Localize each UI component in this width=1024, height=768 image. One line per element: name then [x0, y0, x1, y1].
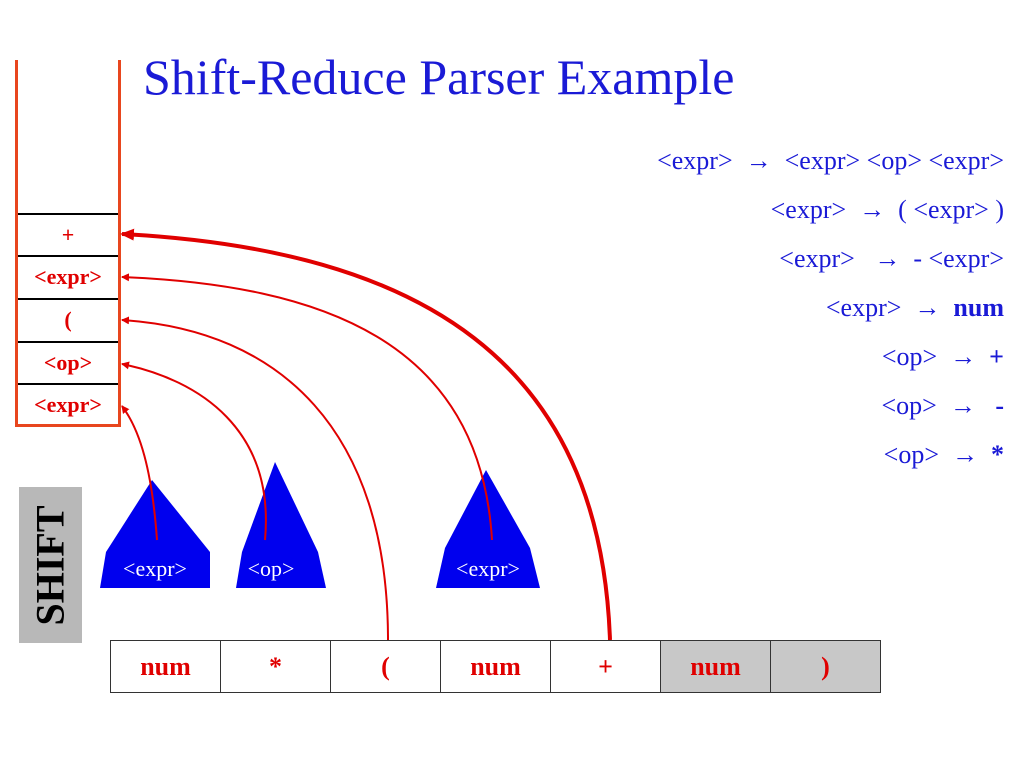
rule-lhs: <expr> [825, 293, 902, 322]
arrow-lparen-token-to-stack [121, 316, 389, 641]
stack-item: + [18, 213, 118, 254]
input-token: + [550, 640, 661, 693]
rule-rhs: - [995, 391, 1004, 420]
rule-rhs: <expr> <op> <expr> [784, 146, 1004, 175]
rule-lhs: <expr> [779, 244, 855, 273]
action-label: SHIFT [19, 487, 82, 643]
input-token: num [110, 640, 221, 693]
stack-item: <op> [18, 341, 118, 382]
rule-lhs: <expr> [657, 146, 733, 175]
rule-arrow: → [874, 244, 901, 273]
stack-item: <expr> [18, 255, 118, 296]
grammar-rule: <op> → - [484, 388, 1005, 437]
rule-arrow: → [950, 342, 977, 371]
rule-lhs: <expr> [770, 195, 847, 224]
stack-item: <expr> [18, 383, 118, 424]
grammar-rule: <expr> → - <expr> [484, 241, 1004, 290]
grammar-rule: <expr> → num [484, 290, 1004, 339]
rule-lhs: <op> [881, 391, 937, 420]
input-token-pending: num [660, 640, 771, 693]
rule-arrow: → [914, 293, 941, 322]
rule-rhs: ( <expr> ) [898, 195, 1004, 224]
grammar-rule: <op> → * [484, 437, 1004, 486]
tree-label: <expr> [456, 556, 520, 581]
arrow-op-tree-to-stack [121, 361, 267, 541]
stack-floor [15, 424, 121, 427]
parse-tree-op [236, 462, 326, 588]
input-token: ( [330, 640, 441, 693]
tree-label: <expr> [123, 556, 187, 581]
stack-right-wall [118, 60, 121, 427]
grammar-rule: <expr> → ( <expr> ) [484, 192, 1004, 241]
grammar-rules: <expr> → <expr> <op> <expr> <expr> → ( <… [484, 143, 1004, 486]
rule-rhs: - <expr> [913, 244, 1004, 273]
grammar-rule: <op> → + [484, 339, 1004, 388]
arrow-expr-tree2-to-stack [121, 273, 493, 541]
grammar-rule: <expr> → <expr> <op> <expr> [484, 143, 1004, 192]
arrow-expr-tree-to-stack [121, 405, 158, 541]
rule-arrow: → [949, 391, 976, 420]
input-token: num [440, 640, 551, 693]
parse-tree-expr-2 [436, 470, 540, 588]
arrow-plus-token-to-stack [120, 228, 612, 641]
tree-label: <op> [247, 556, 295, 581]
stack-left-wall [15, 60, 18, 427]
input-token: * [220, 640, 331, 693]
parse-tree-expr-1 [100, 480, 210, 588]
rule-lhs: <op> [883, 440, 939, 469]
input-token-pending: ) [770, 640, 881, 693]
rule-rhs: + [989, 342, 1004, 371]
stack-item: ( [18, 298, 118, 339]
rule-arrow: → [859, 195, 886, 224]
rule-lhs: <op> [881, 342, 938, 371]
page-title: Shift-Reduce Parser Example [143, 49, 735, 105]
rule-rhs: * [991, 440, 1004, 469]
rule-arrow: → [745, 146, 772, 175]
rule-arrow: → [952, 440, 978, 469]
input-tokens: num * ( num + num ) [110, 640, 881, 693]
rule-rhs: num [953, 293, 1004, 322]
